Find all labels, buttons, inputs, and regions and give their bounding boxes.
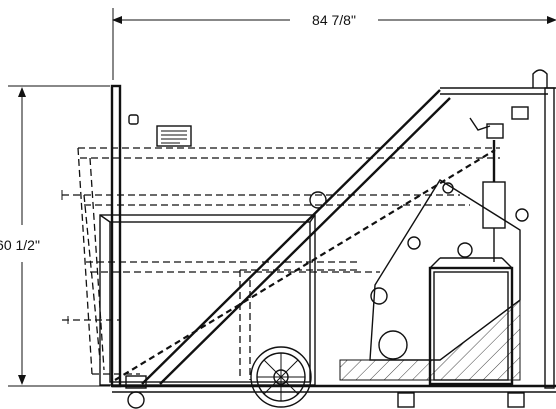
machine-frame — [110, 69, 556, 393]
caster-right — [397, 392, 525, 408]
diagonal-support — [141, 89, 451, 385]
drive-wheel — [250, 346, 312, 408]
height-dimension: 60 1/2" — [0, 85, 110, 387]
width-dimension-label: 84 7/8" — [312, 12, 356, 28]
access-port — [128, 114, 139, 125]
height-dimension-label: 60 1/2" — [0, 237, 40, 253]
width-dimension: 84 7/8" — [112, 8, 556, 80]
corner-plate — [511, 106, 529, 120]
warning-plate — [156, 125, 192, 147]
inner-panel — [99, 214, 316, 386]
tilt-mechanism — [309, 179, 529, 381]
caster-left — [125, 375, 147, 409]
hydraulic-cylinder — [469, 117, 506, 262]
dashed-diagonal — [114, 149, 496, 381]
control-box — [428, 257, 514, 386]
tub-outline — [61, 147, 500, 380]
